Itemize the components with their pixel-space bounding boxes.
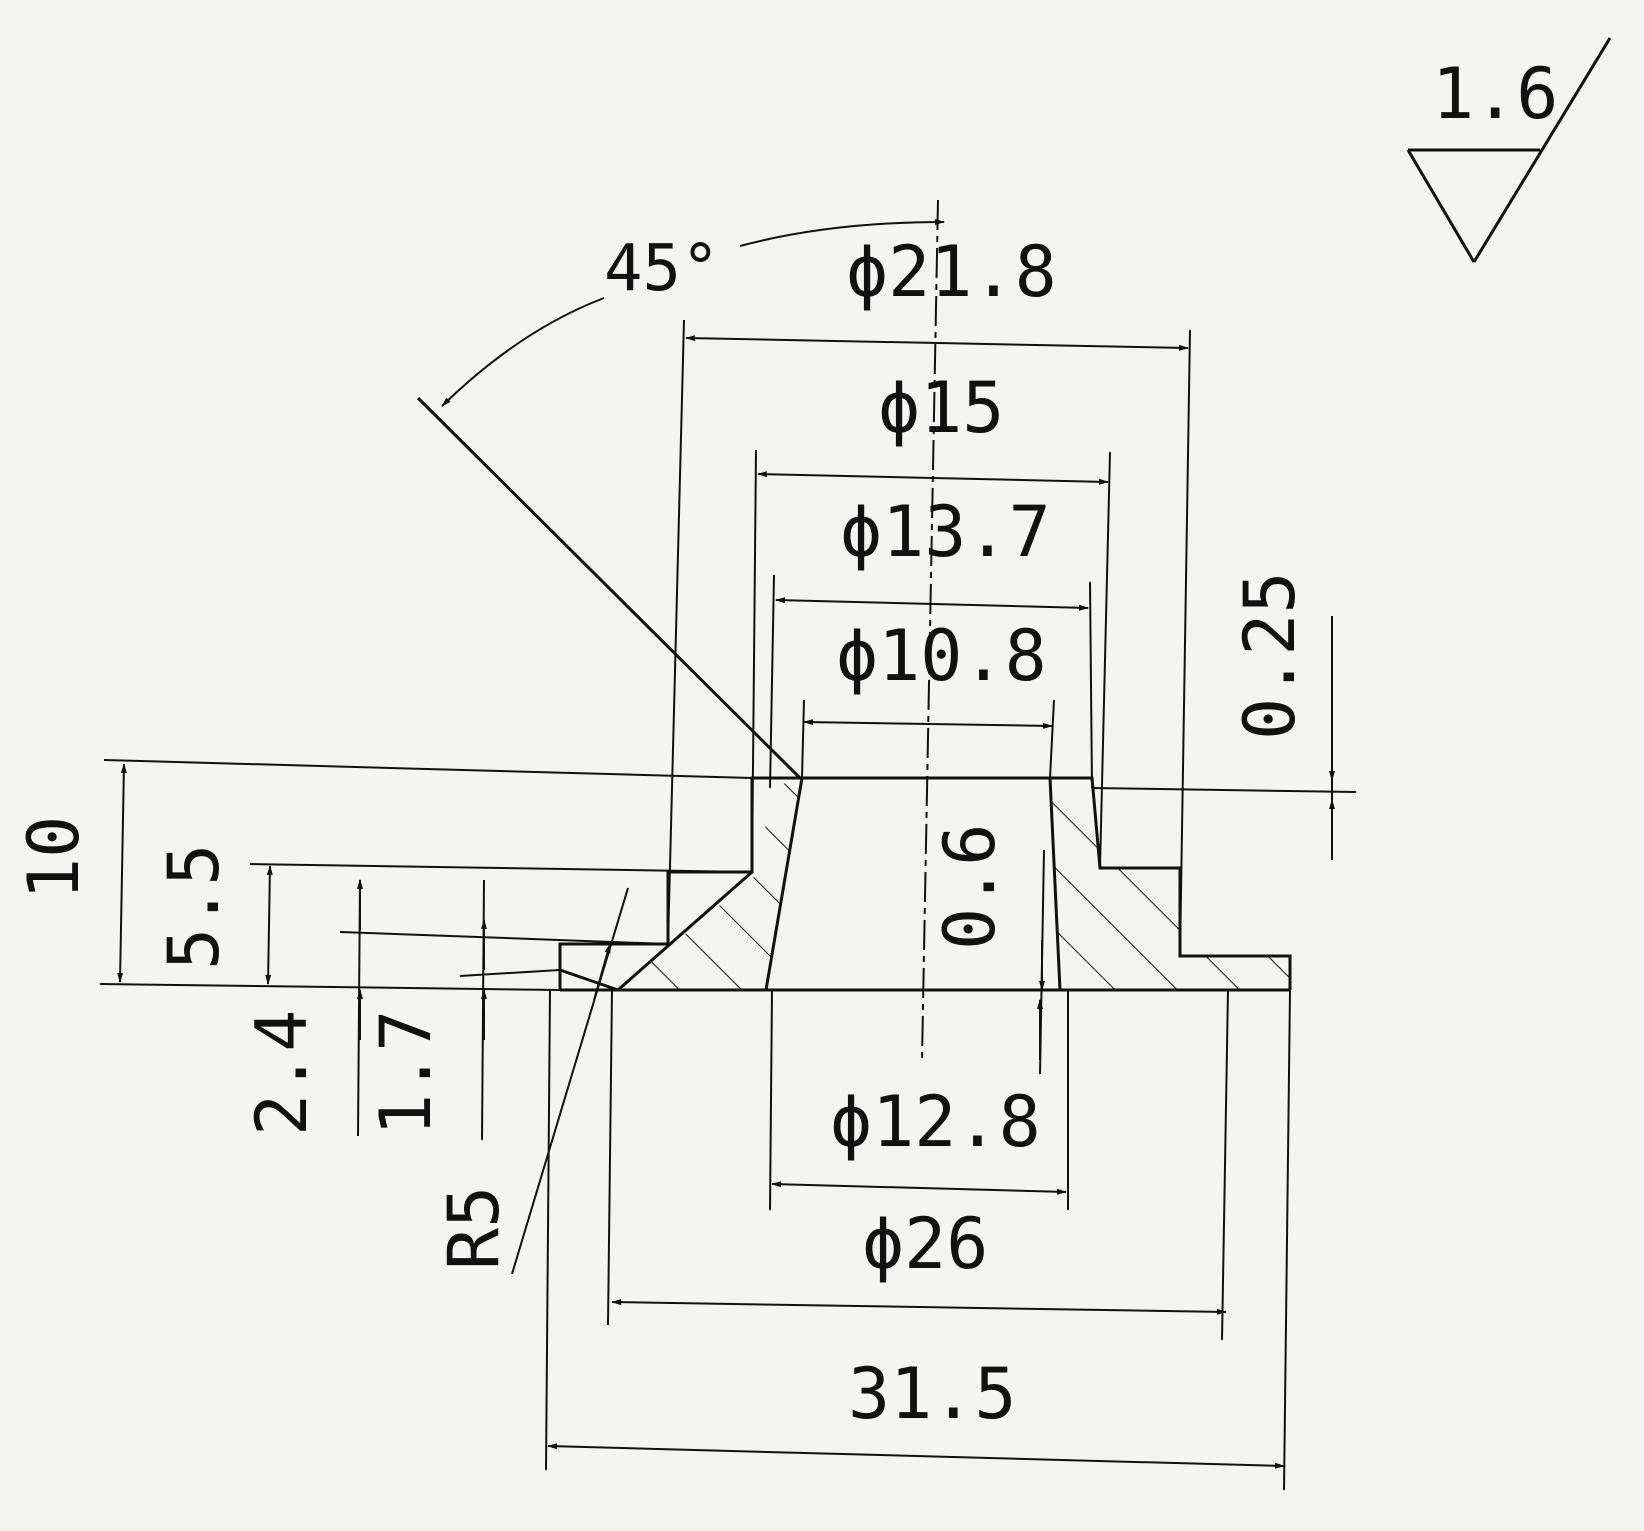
dim-10: 10 [13, 816, 95, 900]
dim-d26: ϕ26 [862, 1203, 988, 1285]
dim-d12-8: ϕ12.8 [830, 1081, 1041, 1163]
radius-r5-label: R5 [433, 1186, 515, 1270]
dim-d15: ϕ15 [878, 367, 1004, 449]
roughness-value: 1.6 [1432, 53, 1558, 135]
dim-2-4: 2.4 [241, 1010, 323, 1136]
angle-45-label: 45° [604, 232, 720, 306]
dim-5-5: 5.5 [153, 844, 235, 970]
dim-d13-7: ϕ13.7 [840, 491, 1051, 573]
dim-0-25: 0.25 [1229, 571, 1311, 740]
dim-0-6: 0.6 [929, 824, 1011, 950]
roughness-symbol: 1.6 [1406, 37, 1612, 263]
extension-lines [99, 319, 1357, 1491]
dim-d10-8: ϕ10.8 [836, 615, 1047, 697]
dimension-lines [117, 219, 1335, 1469]
dim-d21-8: ϕ21.8 [846, 231, 1057, 313]
dim-31-5: 31.5 [848, 1353, 1017, 1435]
dim-1-7: 1.7 [365, 1010, 447, 1136]
